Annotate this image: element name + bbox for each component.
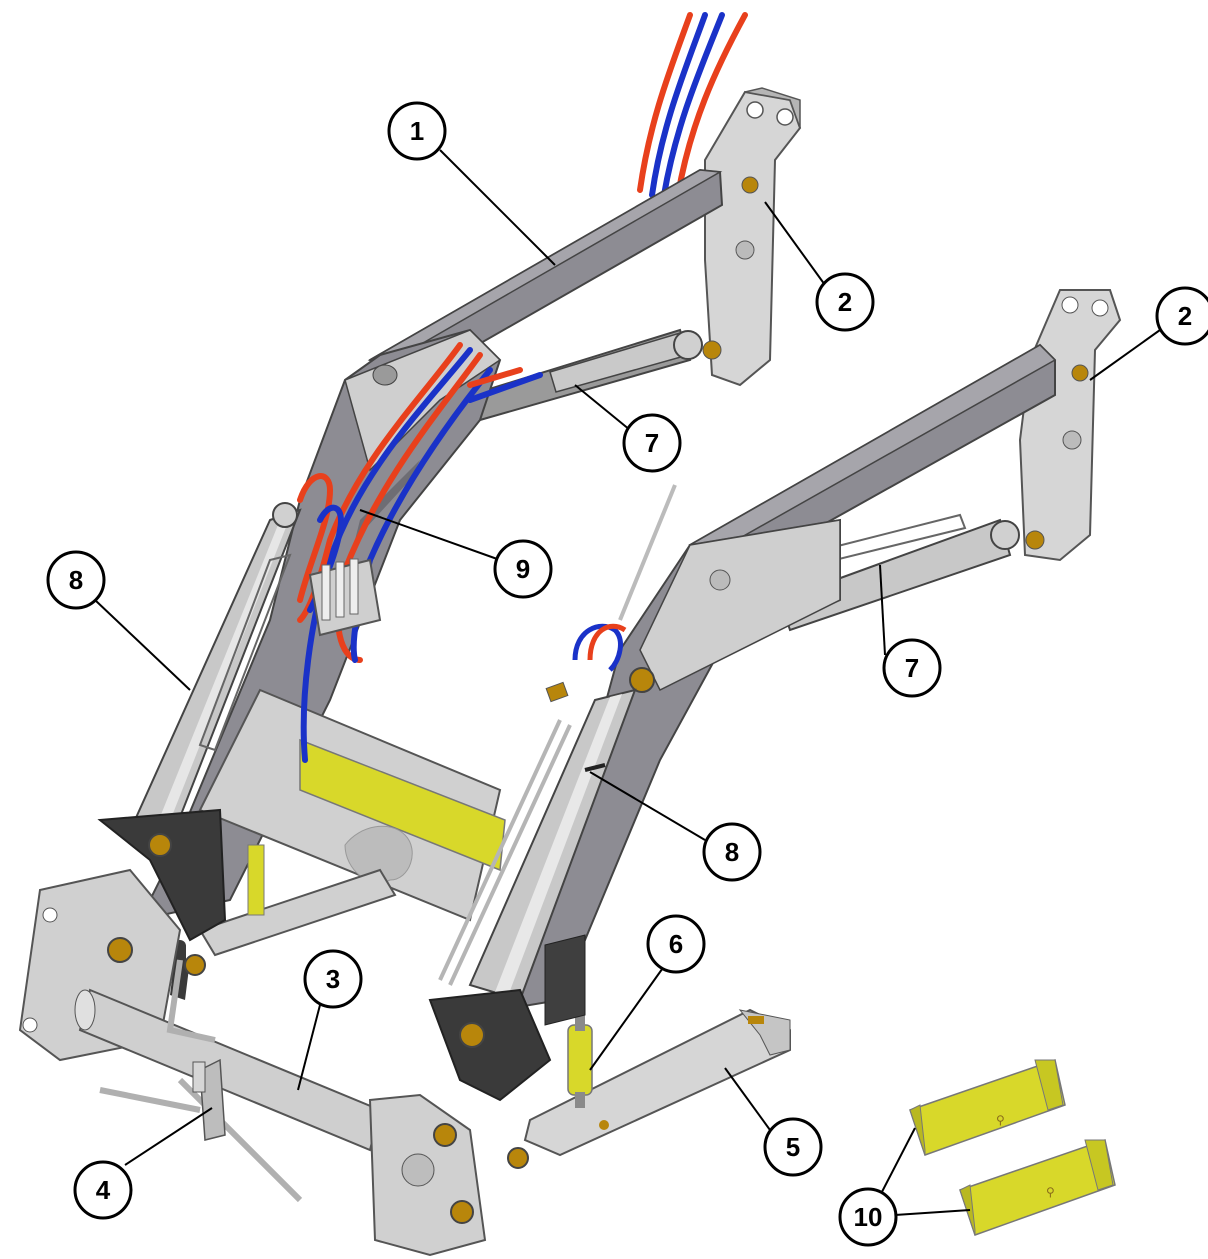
stand-cylinder — [567, 1015, 593, 1108]
side-control-box — [544, 934, 586, 1026]
callout-2-right-label: 2 — [1178, 301, 1192, 331]
callout-1-label: 1 — [410, 116, 424, 146]
callout-7-right-label: 7 — [905, 653, 919, 683]
callout-8-right-label: 8 — [725, 837, 739, 867]
callout-8-right: 8 — [702, 822, 762, 882]
leader-lines — [94, 149, 1161, 1216]
protective-cover-1: ⚲ — [909, 1059, 1066, 1156]
protective-cover-2: ⚲ — [959, 1139, 1116, 1236]
callout-7-upper: 7 — [622, 413, 682, 473]
bucket-bracket-right — [368, 988, 552, 1257]
callout-5: 5 — [763, 1117, 823, 1177]
callout-3: 3 — [303, 949, 363, 1009]
callout-10-label: 10 — [854, 1202, 883, 1232]
rear-mount-bracket-upper — [702, 87, 802, 387]
locking-lever — [192, 1058, 226, 1141]
callout-2-right: 2 — [1155, 286, 1208, 346]
callout-10: 10 — [838, 1187, 898, 1247]
callout-6: 6 — [646, 914, 706, 974]
callout-3-label: 3 — [326, 964, 340, 994]
cross-member — [198, 688, 506, 922]
callout-9-label: 9 — [516, 554, 530, 584]
callout-9: 9 — [493, 539, 553, 599]
callout-8-left-label: 8 — [69, 565, 83, 595]
callout-4-label: 4 — [96, 1175, 111, 1205]
callout-4: 4 — [73, 1160, 133, 1220]
cross-tube — [74, 959, 382, 1203]
valve-block — [308, 558, 382, 637]
svg-text:⚲: ⚲ — [1046, 1185, 1055, 1199]
right-main-boom — [498, 518, 841, 1012]
callout-7-upper-label: 7 — [645, 428, 659, 458]
tilt-cylinder-upper — [468, 328, 703, 422]
callout-6-label: 6 — [669, 929, 683, 959]
callout-5-label: 5 — [786, 1132, 800, 1162]
callout-2-upper-label: 2 — [838, 287, 852, 317]
callout-1: 1 — [387, 101, 447, 161]
callout-8-left: 8 — [46, 550, 106, 610]
rear-mount-bracket-right — [1018, 289, 1122, 562]
parking-stand-right — [523, 1008, 791, 1157]
svg-text:⚲: ⚲ — [996, 1113, 1005, 1127]
top-hoses — [637, 12, 748, 198]
hose-bundle — [297, 342, 543, 763]
callout-2-upper: 2 — [815, 272, 875, 332]
callout-7-right: 7 — [882, 638, 942, 698]
